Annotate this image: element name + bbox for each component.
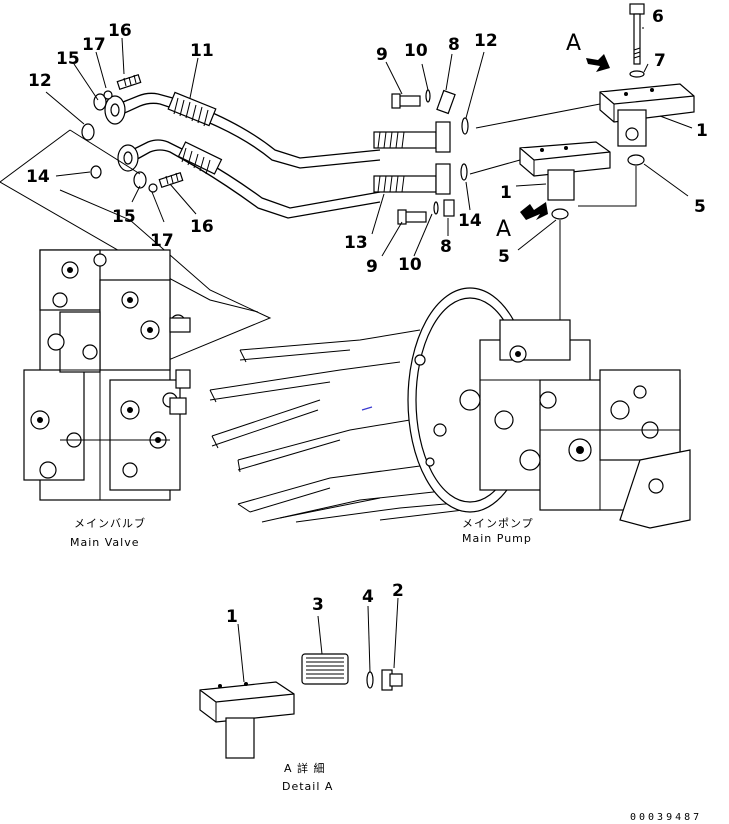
callout-12: 12 [28, 71, 52, 91]
callout-14: 14 [458, 211, 482, 231]
callout-10: 10 [398, 255, 422, 275]
oring-14-left [90, 165, 102, 179]
callout-1: 1 [500, 183, 512, 203]
oring-5-right [627, 154, 645, 166]
detail-callout-1: 1 [226, 607, 238, 627]
callout-16: 16 [108, 21, 132, 41]
detail-a-label-jp: A 詳 細 [284, 761, 326, 775]
flange-15-upper [93, 74, 142, 125]
drawing-code: 00039487 [630, 812, 702, 823]
block-1-lower [469, 141, 611, 201]
detail-a-part-4 [366, 671, 374, 689]
detail-callout-4: 4 [362, 587, 374, 607]
callout-17: 17 [82, 35, 106, 55]
bolt-6 [629, 3, 645, 78]
callout-1: 1 [696, 121, 708, 141]
callout-5: 5 [694, 197, 706, 217]
block-1-upper [475, 83, 695, 147]
detail-callout-2: 2 [392, 581, 404, 601]
callout-11: 11 [190, 41, 214, 61]
callout-15: 15 [56, 49, 80, 69]
callout-9: 9 [376, 45, 388, 65]
callout-16: 16 [190, 217, 214, 237]
main-pump-label-jp: メインポンプ [462, 517, 534, 530]
oring-5-left [551, 208, 569, 220]
view-label-a: A [496, 217, 511, 242]
view-arrow-a-lower [520, 202, 548, 220]
hose-13 [131, 139, 381, 219]
detail-a-block [199, 681, 295, 759]
flange-15-lower [117, 144, 184, 193]
detail-callout-3: 3 [312, 595, 324, 615]
fitting-upper [373, 89, 469, 153]
detail-a-label-en: Detail A [282, 780, 333, 793]
main-valve [23, 249, 191, 501]
main-pump-label-en: Main Pump [462, 532, 532, 545]
leader-lines [45, 27, 693, 683]
callout-9: 9 [366, 257, 378, 277]
detail-a-part-2 [381, 669, 403, 691]
detail-a-part-3 [301, 653, 349, 685]
main-valve-label-jp: メインバルブ [74, 516, 146, 530]
view-arrow-a-upper [586, 54, 610, 72]
callout-12: 12 [474, 31, 498, 51]
callout-5: 5 [498, 247, 510, 267]
callout-7: 7 [654, 51, 666, 71]
callout-8: 8 [440, 237, 452, 257]
fitting-lower [373, 163, 468, 225]
hose-11 [117, 91, 381, 169]
callout-17: 17 [150, 231, 174, 251]
callout-10: 10 [404, 41, 428, 61]
callout-14: 14 [26, 167, 50, 187]
main-valve-label-en: Main Valve [70, 536, 140, 549]
oring-12-left [81, 123, 95, 141]
callout-8: 8 [448, 35, 460, 55]
leader-frame-left [0, 129, 272, 381]
main-pump [407, 287, 691, 529]
callout-6: 6 [652, 7, 664, 27]
callout-13: 13 [344, 233, 368, 253]
view-label-a: A [566, 31, 581, 56]
callout-15: 15 [112, 207, 136, 227]
